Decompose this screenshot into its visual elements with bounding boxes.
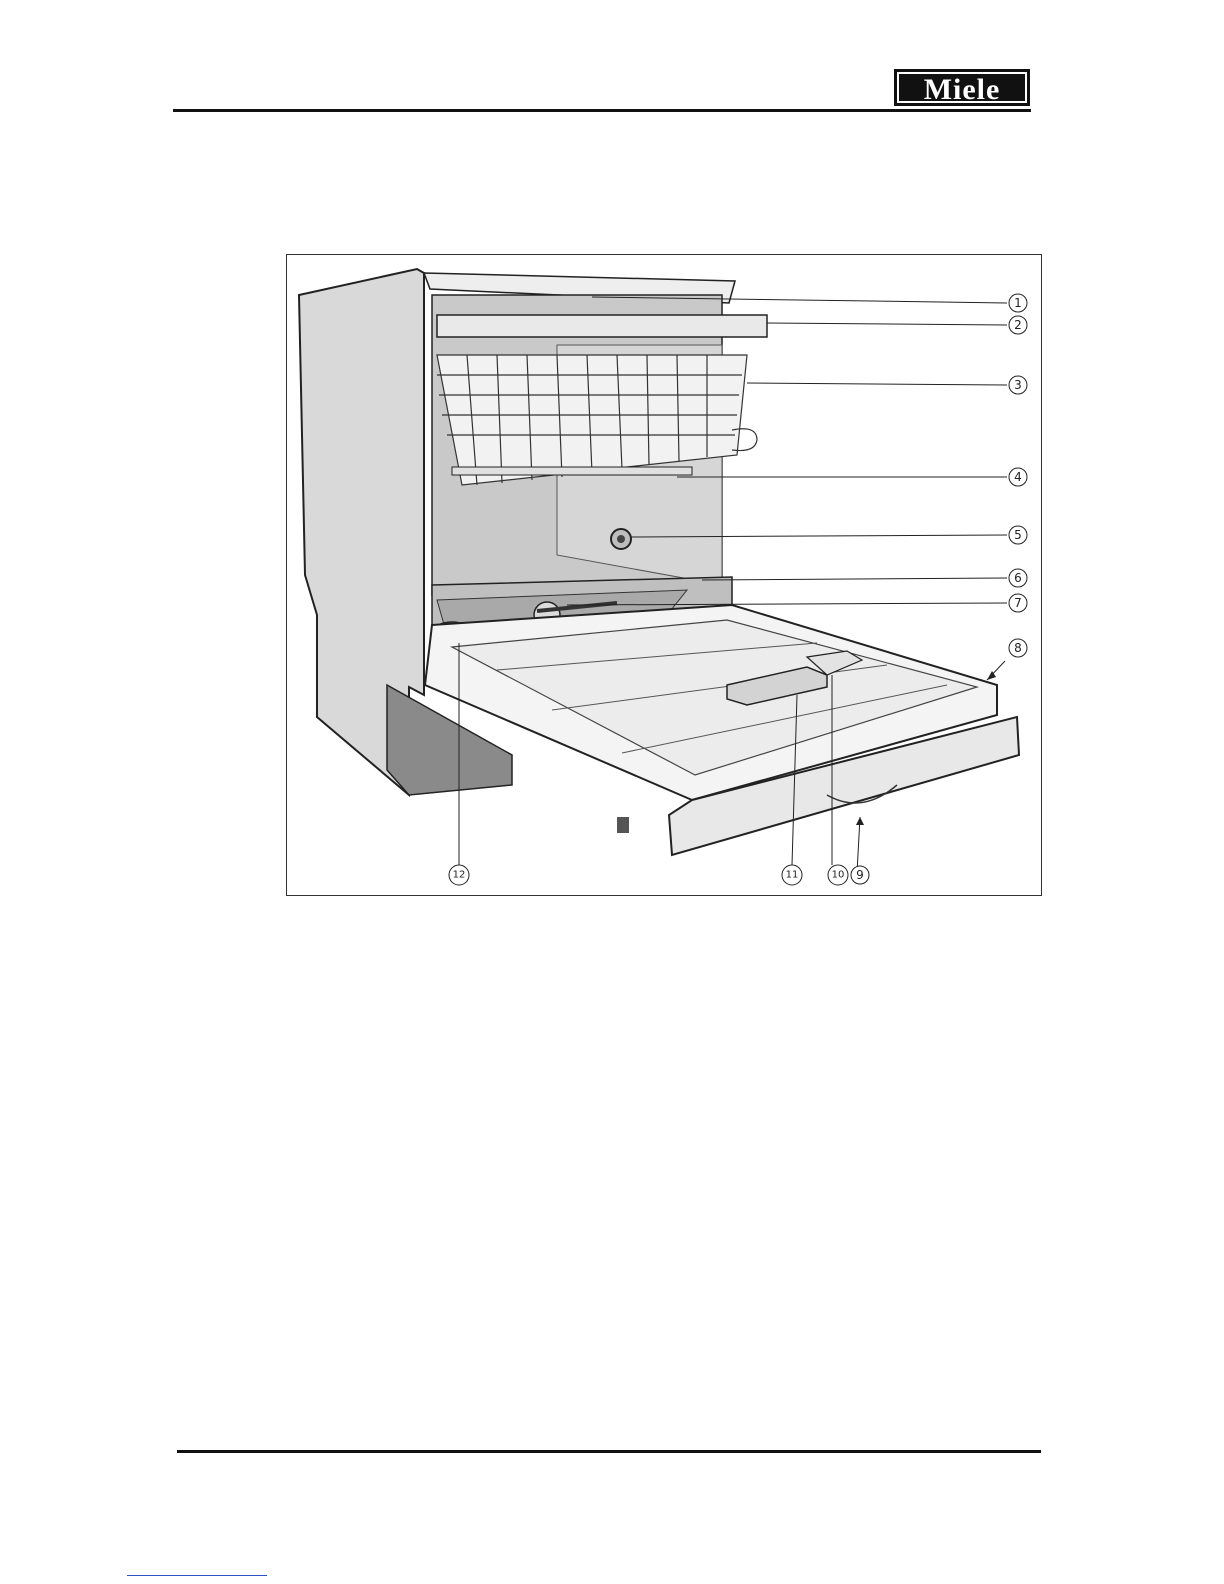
callout-3: 3 (1009, 376, 1027, 394)
header-rule (173, 109, 1031, 112)
callout-10: 10 (828, 865, 848, 885)
dishwasher-figure: 1 2 3 4 5 6 7 8 9 10 11 12 (286, 254, 1042, 896)
callout-7: 7 (1009, 594, 1027, 612)
callout-11-label: 11 (786, 870, 799, 881)
callout-8-label: 8 (1014, 641, 1022, 655)
callout-8: 8 (1009, 639, 1027, 657)
callout-1: 1 (1009, 294, 1027, 312)
callout-2: 2 (1009, 316, 1027, 334)
callout-9-label: 9 (856, 868, 864, 882)
callout-12: 12 (449, 865, 469, 885)
footer-rule (177, 1450, 1041, 1453)
callout-11: 11 (782, 865, 802, 885)
miele-logo: Miele (894, 69, 1030, 106)
dishwasher-illustration: 1 2 3 4 5 6 7 8 9 10 11 12 (287, 255, 1043, 897)
callout-10-label: 10 (832, 870, 845, 881)
callout-3-label: 3 (1014, 378, 1022, 392)
callout-1-label: 1 (1014, 296, 1022, 310)
callout-5: 5 (1009, 526, 1027, 544)
callout-5-label: 5 (1014, 528, 1022, 542)
spray-rail (437, 315, 767, 337)
door-foot (617, 817, 629, 833)
callout-9: 9 (851, 866, 869, 884)
callout-2-label: 2 (1014, 318, 1022, 332)
callout-4: 4 (1009, 468, 1027, 486)
footer-link-underline[interactable] (127, 1575, 267, 1576)
callout-4-label: 4 (1014, 470, 1022, 484)
callout-7-label: 7 (1014, 596, 1022, 610)
basket-rail (452, 467, 692, 475)
callout-12-label: 12 (453, 870, 466, 881)
callout-6: 6 (1009, 569, 1027, 587)
callout-6-label: 6 (1014, 571, 1022, 585)
